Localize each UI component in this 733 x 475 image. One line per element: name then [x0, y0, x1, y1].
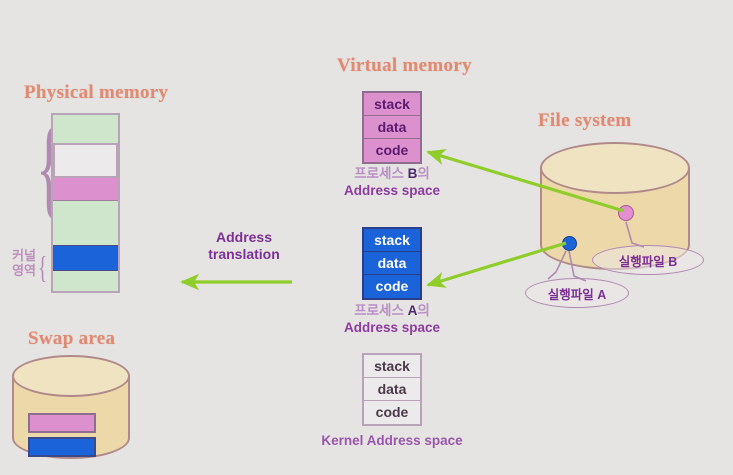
- executable-a-dot: [562, 236, 577, 251]
- segment-code: code: [364, 139, 420, 162]
- address-space-process-a: stack data code: [362, 227, 422, 300]
- executable-b-dot: [618, 205, 634, 221]
- segment-code: code: [364, 275, 420, 298]
- swap-segment-process-a: [28, 437, 96, 457]
- caption-process-a-korean: 프로세스 A의: [354, 303, 430, 318]
- callout-executable-a: 실행파일 A: [525, 278, 629, 308]
- swap-area-cylinder: [12, 355, 130, 460]
- physical-memory-box: [51, 113, 120, 293]
- address-translation-label: Address translation: [190, 229, 298, 263]
- swap-cylinder-top: [12, 355, 130, 397]
- segment-stack: stack: [364, 229, 420, 252]
- segment-code: code: [364, 401, 420, 424]
- caption-process-a: 프로세스 A의 Address space: [312, 302, 472, 336]
- swap-segment-process-b: [28, 413, 96, 433]
- callout-executable-b: 실행파일 B: [592, 245, 704, 275]
- kernel-area-label-line2: 영역: [12, 263, 36, 278]
- caption-process-b-english: Address space: [343, 183, 441, 198]
- kernel-area-brace: {: [38, 249, 48, 285]
- file-system-title: File system: [538, 110, 632, 131]
- address-space-process-b: stack data code: [362, 91, 422, 164]
- physical-kernel-area: [53, 143, 118, 178]
- segment-data: data: [364, 116, 420, 139]
- address-translation-line2: translation: [208, 246, 280, 262]
- segment-stack: stack: [364, 93, 420, 116]
- segment-stack: stack: [364, 355, 420, 378]
- caption-process-b: 프로세스 B의 Address space: [312, 165, 472, 199]
- segment-data: data: [364, 252, 420, 275]
- caption-process-b-korean: 프로세스 B의: [354, 166, 430, 181]
- kernel-area-label-line1: 커널: [12, 248, 36, 263]
- fs-cylinder-top: [540, 142, 690, 194]
- physical-memory-title: Physical memory: [24, 82, 169, 103]
- caption-kernel-address-space: Kernel Address space: [321, 433, 463, 448]
- kernel-area-label: 커널 영역: [0, 248, 36, 278]
- physical-frame-process-b: [53, 174, 118, 201]
- virtual-memory-title: Virtual memory: [337, 55, 472, 76]
- address-translation-line1: Address: [215, 229, 273, 245]
- swap-area-title: Swap area: [28, 328, 116, 349]
- address-space-kernel: stack data code: [362, 353, 422, 426]
- physical-frame-process-a: [53, 245, 118, 271]
- segment-data: data: [364, 378, 420, 401]
- caption-process-a-english: Address space: [343, 320, 441, 335]
